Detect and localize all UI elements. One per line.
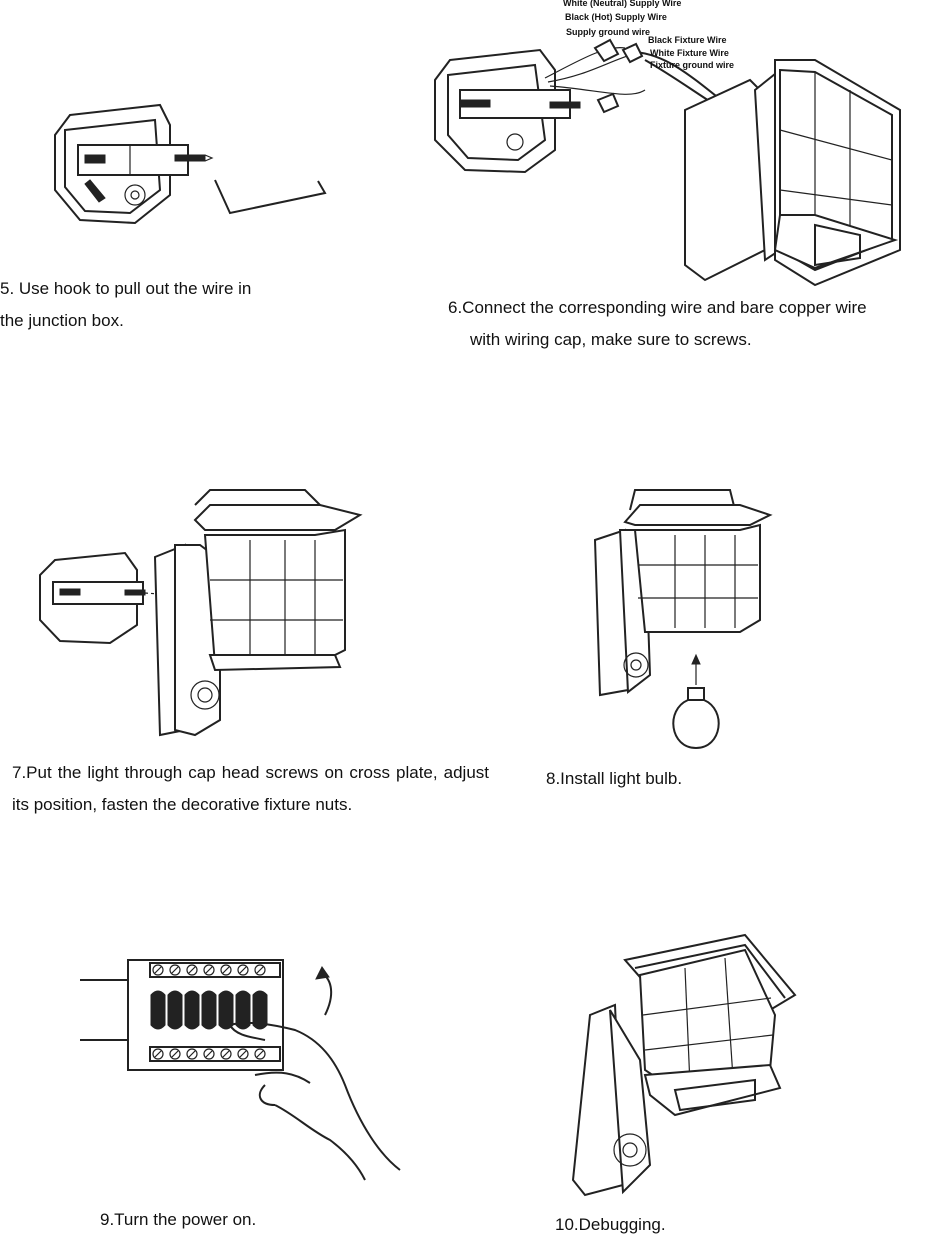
wall-lantern bbox=[684, 59, 901, 287]
terminal-screw bbox=[203, 964, 215, 976]
step6-caption: 6.Connect the corresponding wire and bar… bbox=[448, 298, 867, 349]
step7-illustration bbox=[35, 485, 375, 740]
wall-lantern bbox=[153, 489, 363, 737]
label-white-fixture-wire: White Fixture Wire bbox=[650, 48, 729, 58]
label-fixture-ground-wire: Fixture ground wire bbox=[650, 60, 735, 70]
label-white-neutral-supply-wire: White (Neutral) Supply Wire bbox=[563, 0, 682, 8]
step8-illustration bbox=[590, 480, 780, 755]
wall-lantern bbox=[593, 489, 773, 697]
label-black-fixture-wire: Black Fixture Wire bbox=[648, 35, 727, 45]
terminal-screw bbox=[237, 964, 249, 976]
breaker-switch bbox=[150, 990, 166, 1030]
breaker-switch bbox=[218, 990, 234, 1030]
step9-illustration bbox=[80, 955, 410, 1190]
up-arrow-icon bbox=[315, 966, 333, 1016]
step10-caption: 10.Debugging. bbox=[555, 1215, 666, 1234]
light-bulb-icon bbox=[672, 687, 720, 750]
terminal-screw bbox=[237, 1048, 249, 1060]
breaker-switches bbox=[150, 964, 268, 1060]
terminal-screw bbox=[220, 1048, 232, 1060]
step9-caption: 9.Turn the power on. bbox=[100, 1210, 257, 1229]
wire-nuts bbox=[593, 38, 644, 114]
terminal-screw bbox=[169, 964, 181, 976]
breaker-switch bbox=[167, 990, 183, 1030]
step7-caption: 7.Put the light through cap head screws … bbox=[12, 763, 489, 814]
terminal-screw bbox=[220, 964, 232, 976]
step6-illustration bbox=[430, 0, 930, 290]
label-supply-ground-wire: Supply ground wire bbox=[566, 27, 651, 37]
step5-caption: 5. Use hook to pull out the wire in the … bbox=[0, 279, 252, 330]
breaker-switch bbox=[201, 990, 217, 1030]
hand-icon bbox=[229, 1021, 401, 1181]
terminal-screw bbox=[169, 1048, 181, 1060]
terminal-screw bbox=[186, 1048, 198, 1060]
mounting-screws bbox=[84, 154, 214, 164]
step10-illustration bbox=[565, 930, 805, 1205]
wall-lantern bbox=[571, 933, 797, 1197]
breaker-switch bbox=[184, 990, 200, 1030]
terminal-screw bbox=[203, 1048, 215, 1060]
junction-box bbox=[54, 103, 171, 225]
terminal-screw bbox=[152, 964, 164, 976]
terminal-screw bbox=[254, 1048, 266, 1060]
junction-box bbox=[39, 551, 201, 645]
terminal-screw bbox=[152, 1048, 164, 1060]
breaker-switch bbox=[235, 990, 251, 1030]
step5-illustration bbox=[40, 95, 340, 235]
junction-box bbox=[434, 48, 581, 174]
terminal-screw bbox=[254, 964, 266, 976]
up-arrow-icon bbox=[691, 653, 701, 685]
terminal-screw bbox=[186, 964, 198, 976]
label-black-hot-supply-wire: Black (Hot) Supply Wire bbox=[565, 12, 667, 22]
step8-caption: 8.Install light bulb. bbox=[546, 769, 683, 788]
wire-hook bbox=[214, 179, 327, 215]
